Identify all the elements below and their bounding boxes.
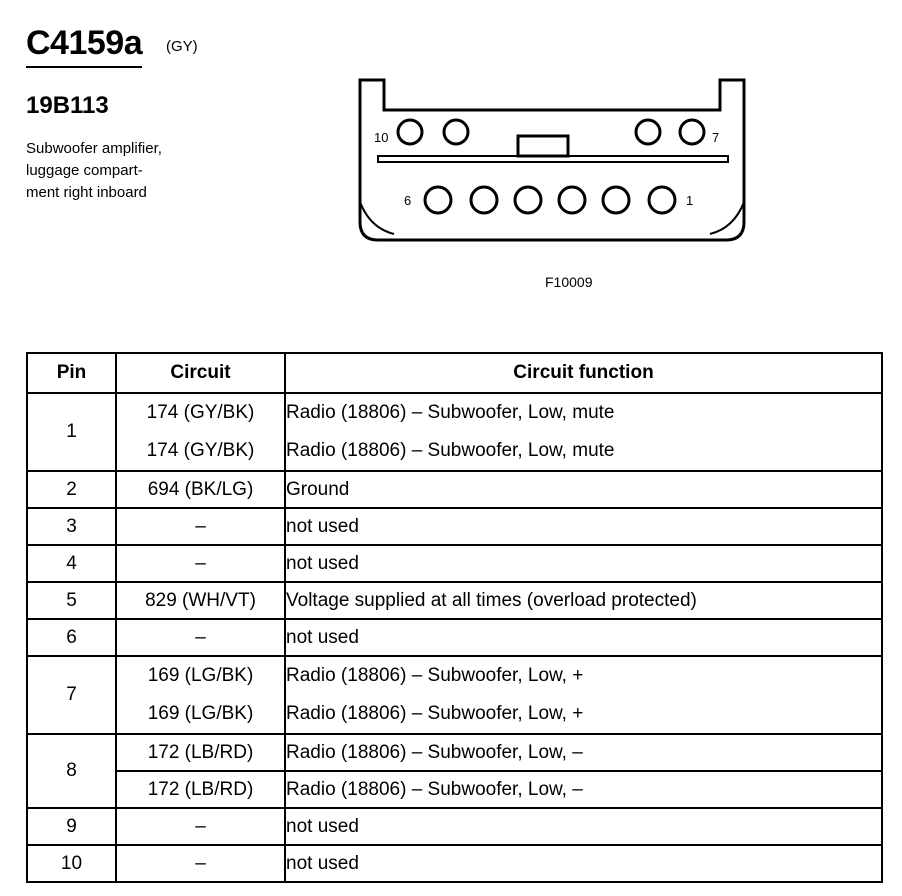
circuit-cell: 172 (LB/RD) [115,733,286,772]
circuit-cell: 169 (LG/BK) [115,695,286,735]
header-pin: Pin [26,352,117,394]
function-cell: Radio (18806) – Subwoofer, Low, – [284,733,883,772]
pin-label-7: 7 [712,130,719,145]
pinout-table: Pin Circuit Circuit function 1 174 (GY/B… [26,352,883,883]
pin-10-cavity [396,118,424,146]
connector-id: C4159a [26,24,143,62]
divider-bar [377,155,729,163]
connector-id-underline [26,66,142,68]
location-line: luggage compart- [26,162,143,179]
pin-cell: 10 [26,844,117,883]
function-cell: not used [284,544,883,583]
pin-7-cavity [678,118,706,146]
function-cell: Radio (18806) – Subwoofer, Low, mute [284,432,883,472]
pin-3-cavity [557,185,587,215]
function-cell: Radio (18806) – Subwoofer, Low, – [284,770,883,809]
function-cell: not used [284,618,883,657]
housing-left-corner [359,201,395,235]
location-line: Subwoofer amplifier, [26,140,162,157]
function-cell: Radio (18806) – Subwoofer, Low, + [284,655,883,695]
connector-color: (GY) [166,38,198,55]
connector-face-diagram: 10 7 6 1 [358,78,746,242]
pin-cell: 2 [26,470,117,509]
circuit-cell: – [115,807,286,846]
table-row: 5 829 (WH/VT) Voltage supplied at all ti… [26,581,883,620]
table-row: 172 (LB/RD) Radio (18806) – Subwoofer, L… [27,770,883,809]
pin-9-cavity [442,118,470,146]
pin-2-cavity [601,185,631,215]
pin-5-cavity [469,185,499,215]
circuit-cell: 169 (LG/BK) [115,655,286,695]
function-cell: Radio (18806) – Subwoofer, Low, mute [284,392,883,432]
pin-1-cavity [647,185,677,215]
circuit-cell: 694 (BK/LG) [115,470,286,509]
circuit-cell: 174 (GY/BK) [115,392,286,432]
function-cell: not used [284,844,883,883]
circuit-cell: – [115,544,286,583]
function-cell: not used [284,807,883,846]
figure-id: F10009 [545,274,593,290]
pin-cell: 4 [26,544,117,583]
table-row: 2 694 (BK/LG) Ground [26,470,883,509]
pin-label-10: 10 [374,130,388,145]
pin-4-cavity [513,185,543,215]
pin-cell: 8 [26,733,117,809]
table-row: 7 169 (LG/BK) Radio (18806) – Subwoofer,… [26,655,883,735]
polarizing-key [516,134,570,158]
table-row: 4 – not used [26,544,883,583]
table-row: 169 (LG/BK) Radio (18806) – Subwoofer, L… [27,695,883,735]
circuit-cell: 174 (GY/BK) [115,432,286,472]
circuit-cell: – [115,844,286,883]
pin-8-cavity [634,118,662,146]
circuit-cell: – [115,507,286,546]
function-cell: not used [284,507,883,546]
connector-location: Subwoofer amplifier, luggage compart- me… [26,138,196,204]
circuit-cell: 829 (WH/VT) [115,581,286,620]
function-cell: Voltage supplied at all times (overload … [284,581,883,620]
circuit-cell: 172 (LB/RD) [115,770,286,809]
function-cell: Ground [284,470,883,509]
pin-cell: 5 [26,581,117,620]
table-row: 9 – not used [26,807,883,846]
table-row: 10 – not used [26,844,883,883]
pin-cell: 3 [26,507,117,546]
table-header-row: Pin Circuit Circuit function [26,352,883,394]
pin-6-cavity [423,185,453,215]
pin-label-6: 6 [404,193,411,208]
housing-right-corner [709,201,745,235]
pin-cell: 7 [26,655,117,735]
location-line: ment right inboard [26,184,147,201]
part-number: 19B113 [26,92,109,119]
function-cell: Radio (18806) – Subwoofer, Low, + [284,695,883,735]
table-row: 6 – not used [26,618,883,657]
circuit-cell: – [115,618,286,657]
header-circuit: Circuit [115,352,286,394]
table-row: 174 (GY/BK) Radio (18806) – Subwoofer, L… [27,432,883,472]
connector-housing [358,78,746,242]
pin-cell: 1 [26,392,117,472]
pin-label-1: 1 [686,193,693,208]
pin-cell: 6 [26,618,117,657]
table-row: 8 172 (LB/RD) Radio (18806) – Subwoofer,… [26,733,883,809]
pin-cell: 9 [26,807,117,846]
table-row: 3 – not used [26,507,883,546]
header-circuit-function: Circuit function [284,352,883,394]
table-row: 1 174 (GY/BK) Radio (18806) – Subwoofer,… [26,392,883,472]
